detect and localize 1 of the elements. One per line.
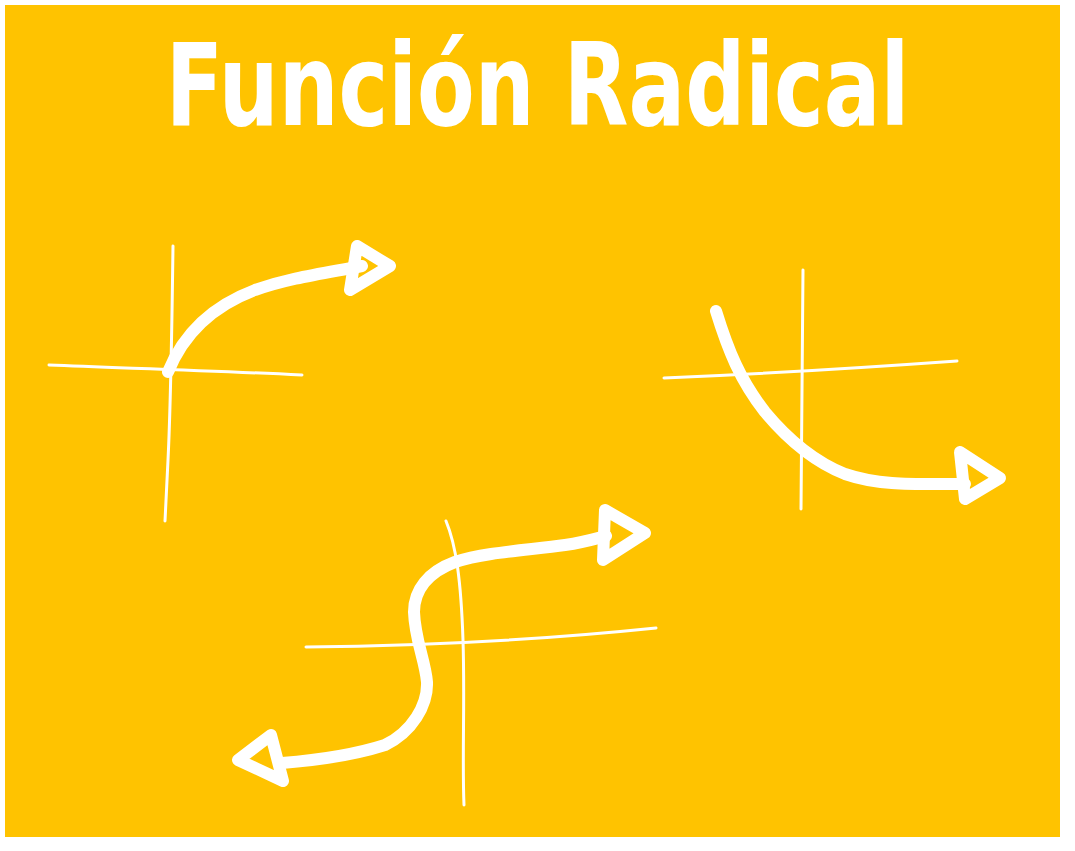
title: Función Radical	[165, 29, 910, 143]
